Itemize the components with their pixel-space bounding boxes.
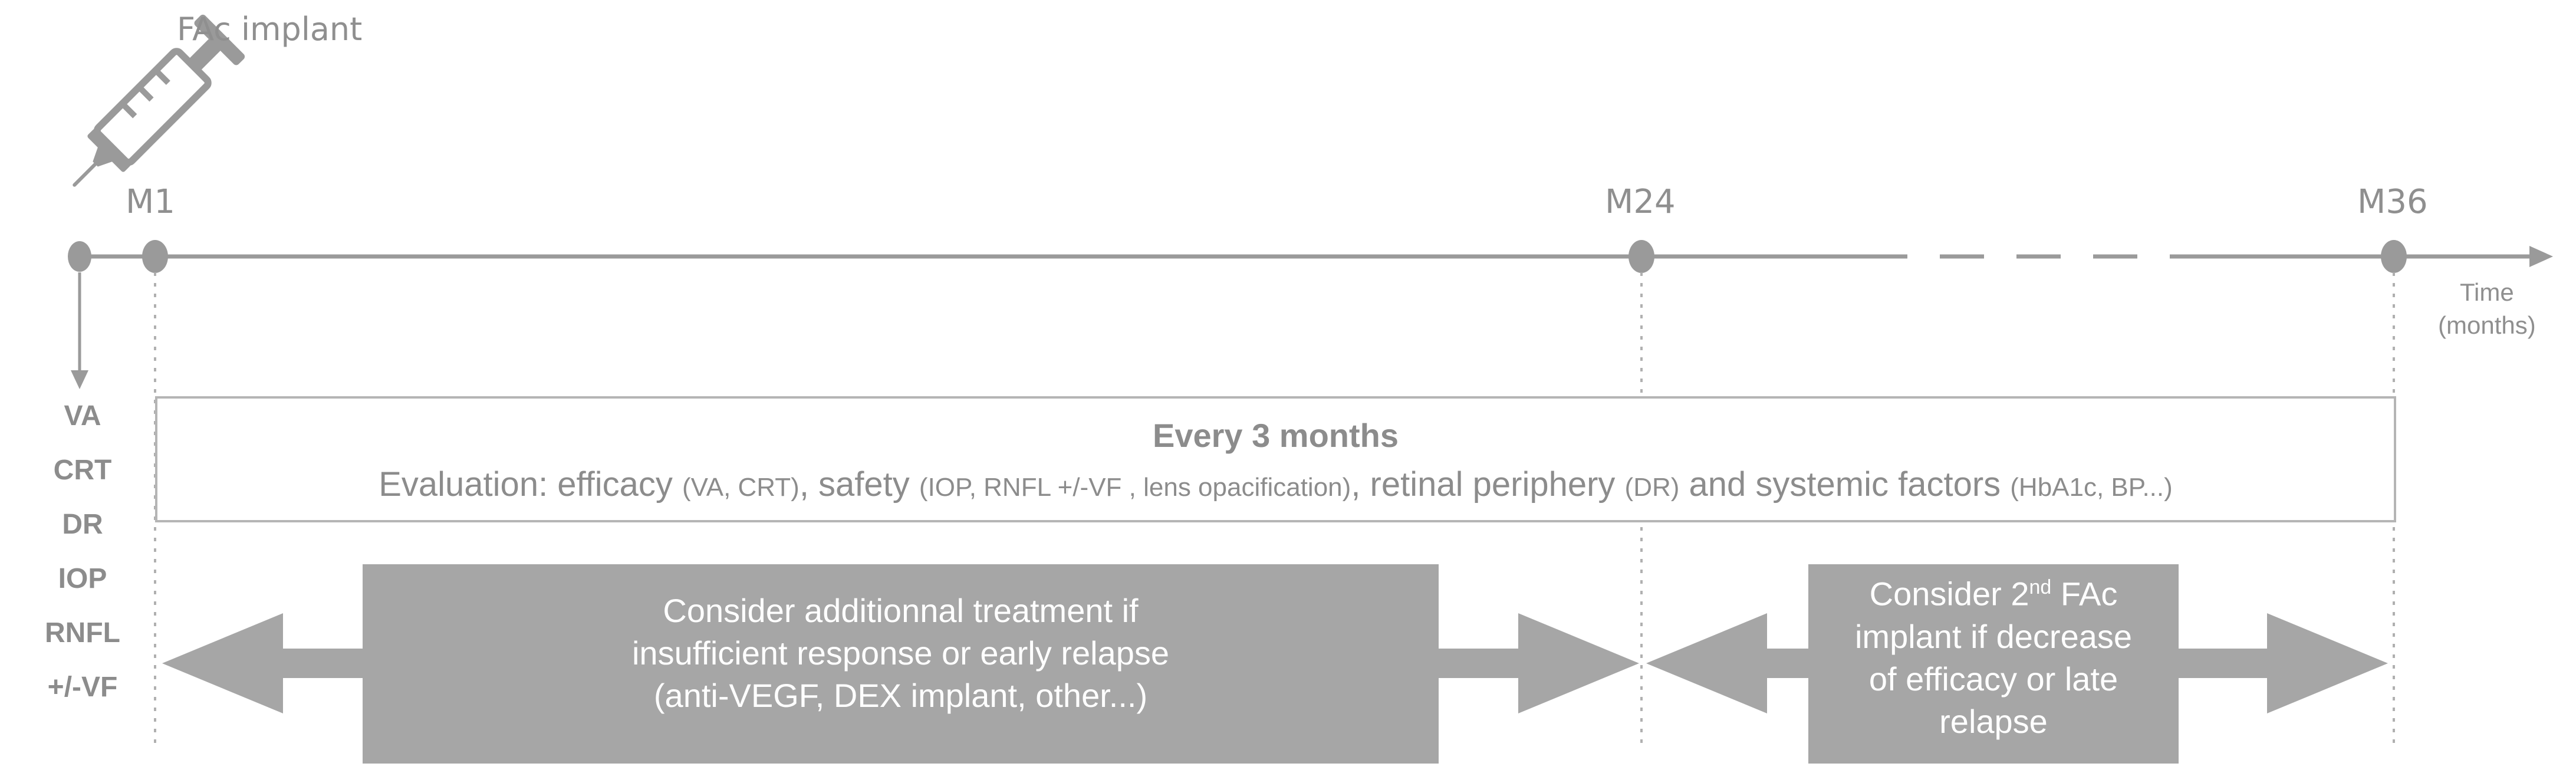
second-implant-line-2: implant if decrease <box>1854 617 2132 655</box>
param-rnfl: RNFL <box>45 617 120 649</box>
second-implant-arrow-shape <box>1646 564 2388 764</box>
eval-seg-0: Evaluation: efficacy <box>379 465 682 504</box>
second-implant-arrow-text: Consider 2nd FAc implant if decrease of … <box>1808 566 2179 743</box>
time-axis-label: Time (months) <box>2438 276 2536 342</box>
second-implant-line-1: Consider 2nd FAc <box>1808 566 2179 616</box>
milestone-label-m24: M24 <box>1605 183 1676 221</box>
baseline-down-arrowhead <box>71 370 88 389</box>
evaluation-description: Evaluation: efficacy (VA, CRT), safety (… <box>157 465 2394 504</box>
milestone-dot-m24 <box>1628 240 1654 273</box>
param-dr: DR <box>62 509 103 540</box>
baseline-parameters: VA CRT DR IOP RNFL +/-VF <box>24 389 142 715</box>
eval-seg-1: (VA, CRT) <box>682 473 800 502</box>
eval-seg-4: , retinal periphery <box>1351 465 1625 504</box>
milestone-dot-m1 <box>142 240 168 273</box>
evaluation-title: Every 3 months <box>1152 417 1399 454</box>
treatment-line-2: insufficient response or early relapse <box>631 634 1169 672</box>
milestone-dot-m36 <box>2381 240 2407 273</box>
second-implant-sup: nd <box>2029 576 2052 598</box>
milestone-label-m1: M1 <box>126 183 175 221</box>
evaluation-box: Every 3 months Evaluation: efficacy (VA,… <box>155 396 2396 522</box>
milestone-label-m36: M36 <box>2357 183 2428 221</box>
treatment-line-1: Consider additionnal treatment if <box>663 592 1139 629</box>
eval-seg-3: (IOP, RNFL +/-VF , lens opacification) <box>919 473 1351 502</box>
second-implant-suffix: FAc <box>2051 575 2118 613</box>
time-axis-label-line1: Time <box>2459 278 2514 306</box>
time-axis-label-line2: (months) <box>2438 311 2536 339</box>
param-vf: +/-VF <box>47 672 118 703</box>
syringe-icon <box>73 14 245 187</box>
param-crt: CRT <box>53 455 112 486</box>
param-va: VA <box>64 400 101 432</box>
implant-label: FAc implant <box>177 11 363 48</box>
second-implant-line-3: of efficacy or late <box>1868 660 2118 698</box>
baseline-dot <box>68 241 91 272</box>
second-implant-prefix: Consider 2 <box>1869 575 2029 613</box>
timeline-arrowhead <box>2529 246 2553 267</box>
eval-seg-5: (DR) <box>1624 473 1680 502</box>
eval-seg-2: , safety <box>799 465 919 504</box>
treatment-line-3: (anti-VEGF, DEX implant, other...) <box>653 677 1148 714</box>
eval-seg-7: (HbA1c, BP...) <box>2010 473 2173 502</box>
treatment-arrow-text: Consider additionnal treatment if insuff… <box>363 590 1439 717</box>
param-iop: IOP <box>58 563 107 594</box>
second-implant-line-4: relapse <box>1939 702 2048 740</box>
eval-seg-6: and systemic factors <box>1679 465 2011 504</box>
treatment-arrow-shape <box>162 564 1639 764</box>
